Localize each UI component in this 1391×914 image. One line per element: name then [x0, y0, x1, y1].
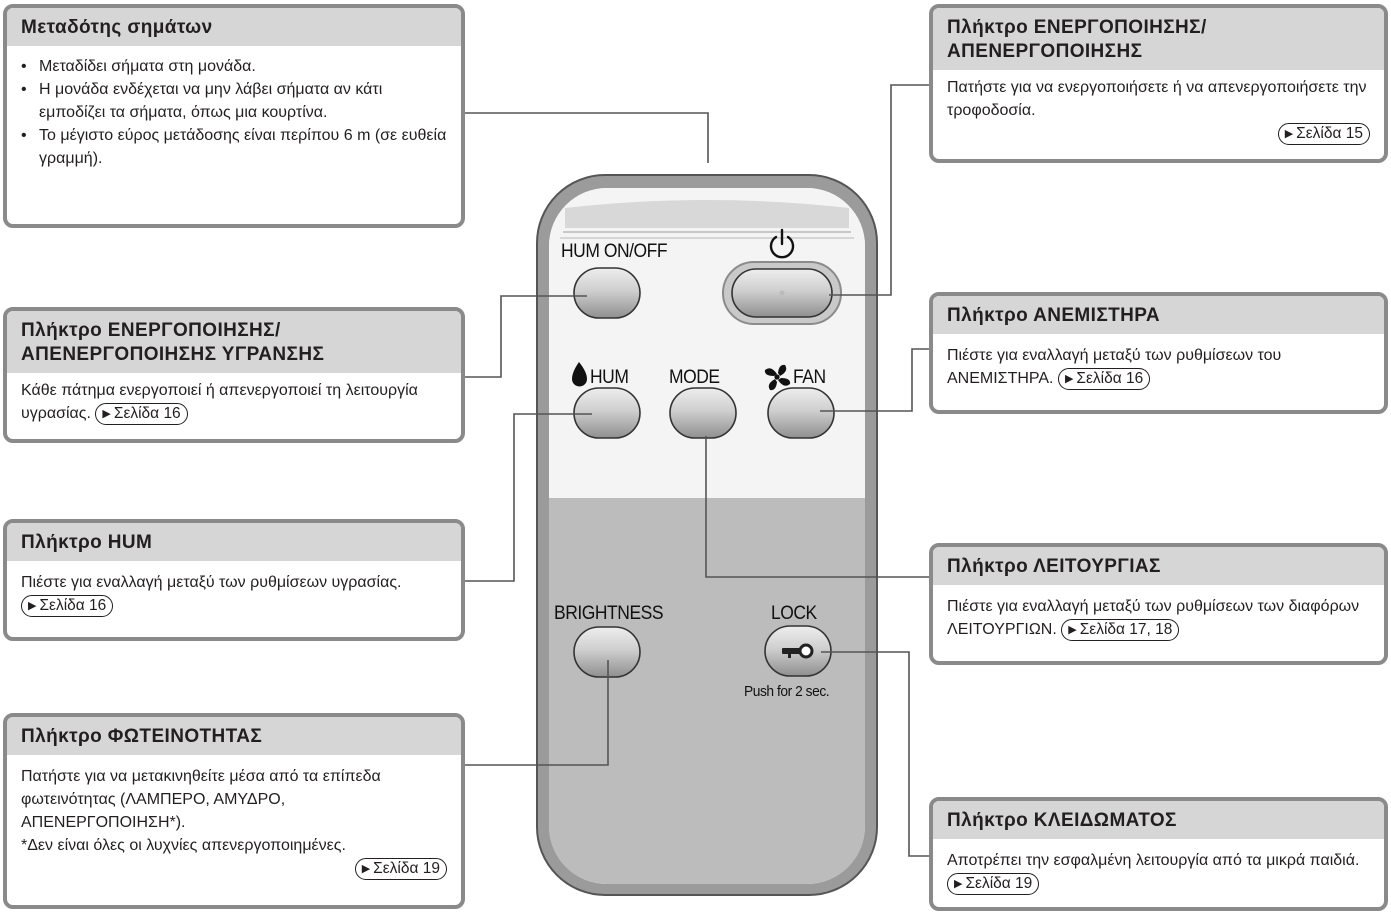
water-drop-icon [572, 362, 587, 387]
callout-title: Πλήκτρο ΕΝΕΡΓΟΠΟΙΗΣΗΣ/ ΑΠΕΝΕΡΓΟΠΟΙΗΣΗΣ Υ… [7, 311, 461, 373]
fan-button[interactable] [767, 387, 835, 439]
callout-fan: Πλήκτρο ΑΝΕΜΙΣΤΗΡΑ Πιέστε για εναλλαγή μ… [929, 292, 1388, 414]
hum-label: HUM [590, 367, 629, 388]
page-ref-link[interactable]: ▶Σελίδα 16 [21, 595, 114, 617]
page-ref-link[interactable]: ▶Σελίδα 19 [947, 873, 1040, 895]
power-icon [769, 228, 795, 259]
lock-hint: Push for 2 sec. [744, 683, 830, 700]
triangle-right-icon: ▶ [102, 408, 111, 420]
callout-lock: Πλήκτρο ΚΛΕΙΔΩΜΑΤΟΣ Αποτρέπει την εσφαλμ… [929, 797, 1388, 911]
callout-hum: Πλήκτρο HUM Πιέστε για εναλλαγή μεταξύ τ… [3, 519, 465, 641]
page-ref-link[interactable]: ▶Σελίδα 17, 18 [1061, 619, 1180, 641]
triangle-right-icon: ▶ [361, 863, 371, 875]
triangle-right-icon: ▶ [1068, 624, 1077, 636]
callout-title: Μεταδότης σημάτων [7, 8, 461, 46]
lock-button[interactable] [764, 625, 832, 677]
triangle-right-icon: ▶ [954, 878, 963, 890]
list-item: Μεταδίδει σήματα στη μονάδα. [21, 55, 447, 78]
triangle-right-icon: ▶ [28, 600, 37, 612]
hum-onoff-label: HUM ON/OFF [561, 241, 668, 262]
callout-title: Πλήκτρο ΕΝΕΡΓΟΠΟΙΗΣΗΣ/ ΑΠΕΝΕΡΓΟΠΟΙΗΣΗΣ [933, 8, 1384, 70]
triangle-right-icon: ▶ [1284, 128, 1294, 140]
key-icon [782, 643, 814, 659]
callout-title: Πλήκτρο HUM [7, 523, 461, 561]
callout-note: *Δεν είναι όλες οι λυχνίες απενεργοποιημ… [21, 837, 346, 854]
leader-lines [460, 84, 931, 857]
callout-title: Πλήκτρο ΑΝΕΜΙΣΤΗΡΑ [933, 296, 1384, 334]
page-ref-link[interactable]: ▶Σελίδα 16 [95, 403, 188, 425]
hum-button[interactable] [573, 387, 641, 439]
list-item: Η μονάδα ενδέχεται να μην λάβει σήματα α… [21, 78, 447, 124]
leader-hum-onoff [464, 295, 587, 378]
callout-title: Πλήκτρο ΦΩΤΕΙΝΟΤΗΤΑΣ [7, 717, 461, 755]
brightness-label: BRIGHTNESS [554, 603, 664, 624]
callout-text: Πατήστε για να μετακινηθείτε μέσα από τα… [21, 768, 381, 831]
leader-transmitter [460, 112, 709, 163]
transmitter-window [560, 200, 854, 239]
fan-label: FAN [793, 367, 826, 388]
fan-icon [764, 364, 791, 391]
bullet-list: Μεταδίδει σήματα στη μονάδα. Η μονάδα εν… [21, 55, 447, 170]
page-ref-link[interactable]: ▶Σελίδα 19 [354, 858, 447, 880]
page-ref-link[interactable]: ▶Σελίδα 16 [1057, 368, 1151, 390]
callout-transmitter: Μεταδότης σημάτων Μεταδίδει σήματα στη μ… [3, 4, 465, 228]
callout-text: Πιέστε για εναλλαγή μεταξύ των ρυθμίσεων… [21, 574, 402, 591]
power-button[interactable] [722, 261, 842, 325]
callout-text: Αποτρέπει την εσφαλμένη λειτουργία από τ… [947, 852, 1360, 869]
brightness-button[interactable] [573, 626, 641, 678]
callout-power: Πλήκτρο ΕΝΕΡΓΟΠΟΙΗΣΗΣ/ ΑΠΕΝΕΡΓΟΠΟΙΗΣΗΣ Π… [929, 4, 1388, 163]
leader-fan [820, 348, 931, 412]
remote-body [536, 174, 878, 896]
callout-text: Πιέστε για εναλλαγή μεταξύ των ρυθμίσεων… [947, 598, 1360, 638]
hum-onoff-button[interactable] [573, 267, 641, 319]
triangle-right-icon: ▶ [1064, 373, 1074, 385]
callout-text: Πατήστε για να ενεργοποιήσετε ή να απενε… [947, 79, 1367, 119]
leader-mode [705, 436, 931, 578]
mode-button[interactable] [669, 387, 737, 439]
leader-lock [821, 651, 931, 857]
leader-hum [464, 413, 592, 582]
callout-text: Κάθε πάτημα ενεργοποιεί ή απενεργοποιεί … [21, 382, 418, 422]
list-item: Το μέγιστο εύρος μετάδοσης είναι περίπου… [21, 124, 447, 170]
mode-label: MODE [669, 367, 720, 388]
leader-power [829, 84, 931, 296]
callout-mode: Πλήκτρο ΛΕΙΤΟΥΡΓΙΑΣ Πιέστε για εναλλαγή … [929, 543, 1388, 665]
callout-brightness: Πλήκτρο ΦΩΤΕΙΝΟΤΗΤΑΣ Πατήστε για να μετα… [3, 713, 465, 909]
lock-label: LOCK [771, 603, 817, 624]
leader-brightness [464, 660, 609, 766]
callout-text: Πιέστε για εναλλαγή μεταξύ των ρυθμίσεων… [947, 347, 1282, 387]
callout-title: Πλήκτρο ΛΕΙΤΟΥΡΓΙΑΣ [933, 547, 1384, 585]
callout-hum-onoff: Πλήκτρο ΕΝΕΡΓΟΠΟΙΗΣΗΣ/ ΑΠΕΝΕΡΓΟΠΟΙΗΣΗΣ Υ… [3, 307, 465, 443]
callout-title: Πλήκτρο ΚΛΕΙΔΩΜΑΤΟΣ [933, 801, 1384, 839]
page-ref-link[interactable]: ▶Σελίδα 15 [1277, 123, 1370, 145]
